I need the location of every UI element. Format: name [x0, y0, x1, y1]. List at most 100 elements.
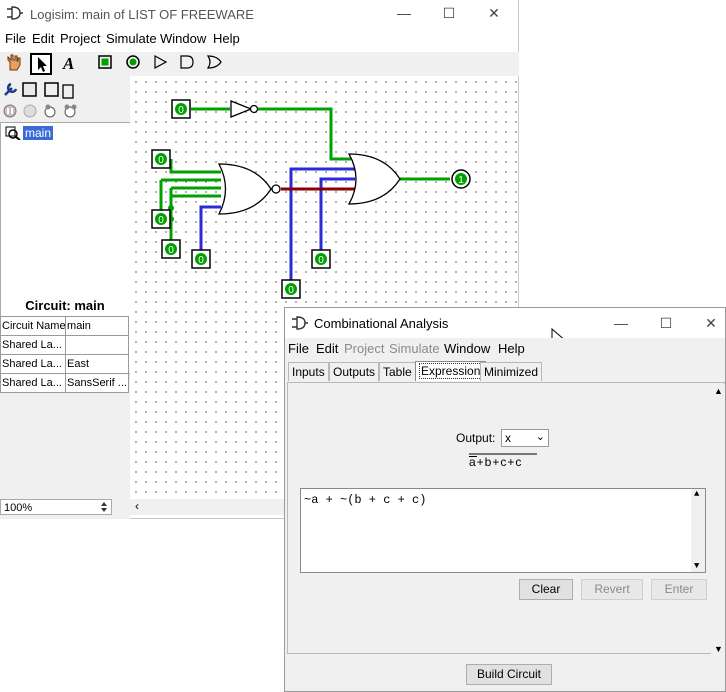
- close-icon[interactable]: ✕: [488, 5, 500, 21]
- scroll-down-icon[interactable]: ▼: [714, 644, 723, 654]
- minimize-icon[interactable]: —: [397, 5, 411, 21]
- input-pin[interactable]: 0: [161, 239, 181, 259]
- menu-help[interactable]: Help: [498, 341, 525, 356]
- expression-preview: a+b+c+c: [469, 453, 537, 469]
- attr-name: Shared La...: [0, 373, 67, 393]
- chevron-down-icon: ⌄: [535, 431, 545, 443]
- circuit-icon: [5, 126, 21, 140]
- main-window-title: Logisim: main of LIST OF FREEWARE: [30, 7, 254, 22]
- attr-value[interactable]: [65, 335, 129, 355]
- menu-file[interactable]: File: [5, 31, 26, 46]
- explorer-panel: main Circuit: main Circuit Name main Sha…: [0, 76, 131, 519]
- select-tool-icon[interactable]: [30, 53, 52, 75]
- tab-outputs[interactable]: Outputs: [329, 362, 380, 381]
- attr-value[interactable]: SansSerif ...: [65, 373, 129, 393]
- attribute-panel-title: Circuit: main: [25, 298, 105, 313]
- logisim-logo-icon: [292, 316, 308, 330]
- tab-inputs[interactable]: Inputs: [288, 362, 329, 381]
- minimize-icon[interactable]: —: [614, 315, 628, 331]
- pin-value: 0: [318, 255, 324, 266]
- menu-project[interactable]: Project: [344, 341, 385, 356]
- combinational-analysis-window: Combinational Analysis — ☐ ✕ File Edit P…: [284, 307, 726, 692]
- revert-button[interactable]: Revert: [581, 579, 643, 600]
- scroll-up-icon[interactable]: ▲: [694, 489, 700, 499]
- tree-item-main[interactable]: main: [23, 126, 54, 140]
- input-pin[interactable]: 0: [151, 209, 171, 229]
- pin-value: 0: [288, 285, 294, 296]
- scroll-up-icon[interactable]: ▲: [714, 386, 723, 396]
- input-pin[interactable]: 0: [151, 149, 171, 169]
- maximize-icon[interactable]: ☐: [659, 315, 673, 331]
- zoom-input[interactable]: 100%: [0, 499, 112, 515]
- circuit-diagram[interactable]: 0 0 0 0 0 0 0 1: [130, 76, 518, 499]
- scroll-left-icon[interactable]: ‹: [135, 499, 139, 513]
- pin-value: 0: [158, 155, 164, 166]
- clear-button[interactable]: Clear: [519, 579, 573, 600]
- attr-value[interactable]: main: [65, 316, 129, 336]
- menu-window[interactable]: Window: [444, 341, 491, 356]
- pin-value: 0: [198, 255, 204, 266]
- expression-preview-text: a+b+c+c: [469, 455, 522, 469]
- text-tool-icon[interactable]: A: [60, 53, 82, 75]
- menu-file[interactable]: File: [288, 341, 309, 356]
- menu-project[interactable]: Project: [60, 31, 101, 46]
- input-pin[interactable]: 0: [171, 99, 191, 119]
- expression-textarea[interactable]: ~a + ~(b + c + c) ▲ ▼: [300, 488, 706, 573]
- output-label: Output:: [456, 431, 496, 445]
- table-row[interactable]: Shared La... SansSerif ...: [0, 373, 129, 393]
- input-pin[interactable]: 0: [281, 279, 301, 299]
- close-icon[interactable]: ✕: [705, 315, 717, 331]
- menu-simulate[interactable]: Simulate: [389, 341, 440, 356]
- menu-edit[interactable]: Edit: [32, 31, 55, 46]
- table-row[interactable]: Shared La...: [0, 335, 129, 355]
- explorer-toolbar-icons[interactable]: [3, 81, 75, 99]
- expression-text: ~a + ~(b + c + c): [304, 493, 427, 507]
- tab-expression[interactable]: Expression: [415, 361, 487, 381]
- not-gate-tool-icon[interactable]: [152, 53, 174, 75]
- attr-name: Shared La...: [0, 354, 67, 374]
- menu-window[interactable]: Window: [160, 31, 207, 46]
- attr-value[interactable]: East: [65, 354, 129, 374]
- pin-value: 0: [178, 105, 184, 116]
- output-pin[interactable]: 1: [451, 169, 471, 189]
- zoom-spinner-icon[interactable]: [98, 500, 110, 514]
- svg-text:A: A: [62, 54, 74, 71]
- output-pin-tool-icon[interactable]: [124, 53, 146, 75]
- output-select[interactable]: x ⌄: [501, 429, 549, 447]
- analysis-menubar: File Edit Project Simulate Window Help: [285, 338, 725, 360]
- textarea-scrollbar[interactable]: ▲ ▼: [691, 489, 705, 572]
- table-row[interactable]: Circuit Name main: [0, 316, 129, 336]
- pin-value: 0: [158, 215, 164, 226]
- scroll-down-icon[interactable]: ▼: [694, 561, 700, 571]
- expression-panel: Output: x ⌄ a+b+c+c ~a + ~(b + c + c) ▲ …: [287, 382, 725, 654]
- menu-simulate[interactable]: Simulate: [106, 31, 157, 46]
- attr-name: Circuit Name: [0, 316, 67, 336]
- enter-button[interactable]: Enter: [651, 579, 707, 600]
- main-toolbar: A: [0, 52, 519, 76]
- input-pin-tool-icon[interactable]: [96, 53, 118, 75]
- tab-table[interactable]: Table: [379, 362, 416, 381]
- maximize-icon[interactable]: ☐: [442, 5, 456, 21]
- input-pin[interactable]: 0: [311, 249, 331, 269]
- menu-help[interactable]: Help: [213, 31, 240, 46]
- and-gate-tool-icon[interactable]: [178, 53, 200, 75]
- or-gate-tool-icon[interactable]: [205, 53, 227, 75]
- main-titlebar: Logisim: main of LIST OF FREEWARE — ☐ ✕: [0, 0, 518, 28]
- panel-scrollbar[interactable]: ▲ ▼: [711, 384, 725, 656]
- tab-minimized[interactable]: Minimized: [480, 362, 543, 381]
- table-row[interactable]: Shared La... East: [0, 354, 129, 374]
- analysis-titlebar: Combinational Analysis — ☐ ✕: [285, 308, 725, 347]
- main-menubar: File Edit Project Simulate Window Help: [0, 28, 518, 50]
- tab-expression-label: Expression: [419, 363, 483, 379]
- simulation-controls-icons[interactable]: [3, 103, 83, 119]
- analysis-window-title: Combinational Analysis: [314, 316, 449, 331]
- logisim-logo-icon: [7, 6, 23, 20]
- menu-edit[interactable]: Edit: [316, 341, 339, 356]
- build-circuit-button[interactable]: Build Circuit: [466, 664, 552, 685]
- pin-value: 0: [168, 245, 174, 256]
- output-value: 1: [458, 175, 464, 186]
- attribute-table: Circuit Name main Shared La... Shared La…: [0, 316, 129, 393]
- poke-tool-icon[interactable]: [4, 53, 26, 75]
- output-select-value: x: [505, 431, 511, 445]
- input-pin[interactable]: 0: [191, 249, 211, 269]
